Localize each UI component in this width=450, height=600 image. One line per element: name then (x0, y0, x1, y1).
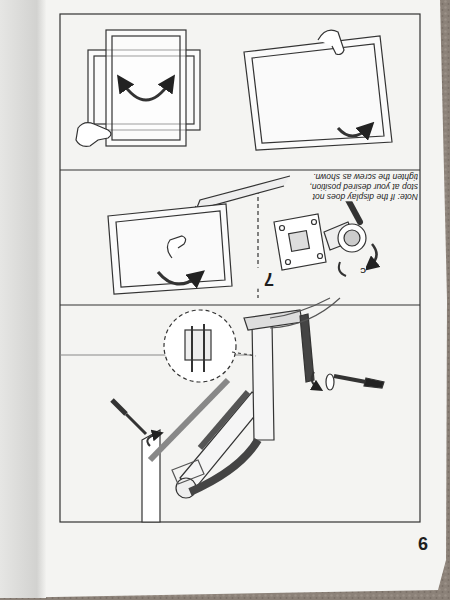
vesa-plate-figure (274, 214, 326, 270)
monitor-arm-figure (192, 324, 204, 372)
arm-tilt-figure (108, 176, 290, 294)
monitor-arm-figure (252, 322, 274, 440)
vesa-plate-figure (318, 254, 323, 259)
vesa-plate-figure (339, 262, 346, 276)
monitor-arm-figure (185, 330, 211, 360)
monitor-arm-figure (326, 374, 334, 390)
vesa-plate-figure (274, 196, 377, 276)
monitor-arm-figure (300, 314, 314, 382)
panel-frames (60, 14, 420, 522)
vesa-plate-figure (312, 220, 317, 225)
rotate-display-figure (122, 82, 170, 100)
monitor-arm-figure (334, 376, 366, 382)
monitor-arm-figure (126, 414, 146, 434)
monitor-arm-figure (172, 460, 204, 484)
monitor-arm-figure (147, 434, 158, 446)
tilt-display-figure (252, 44, 384, 143)
arm-tilt-figure (116, 211, 225, 287)
note-text: Note: If the display does not stop at yo… (308, 172, 418, 201)
arm-tilt-figure (158, 272, 198, 284)
monitor-arm-figure (364, 378, 384, 388)
vesa-plate-figure (289, 231, 310, 252)
panel-frames (60, 14, 420, 522)
vesa-plate-figure (344, 230, 360, 246)
tilt-display-figure (338, 128, 368, 136)
monitor-arm-figure (60, 298, 384, 522)
step-number: 7 (256, 268, 274, 289)
monitor-arm-figure (312, 372, 318, 388)
monitor-arm-figure (270, 298, 330, 318)
page-number: 6 (418, 534, 434, 555)
panel-frames (60, 304, 420, 305)
monitor-arm-figure (164, 310, 236, 382)
paper-sheet (0, 0, 46, 598)
arm-tilt-figure (108, 204, 232, 294)
monitor-arm-figure (232, 352, 256, 356)
monitor-arm-figure (142, 430, 160, 522)
vesa-plate-figure (280, 226, 285, 231)
tilt-display-figure (318, 30, 344, 54)
arm-tilt-figure (167, 236, 185, 258)
vesa-plate-figure (338, 224, 366, 252)
arm-tilt-figure (196, 176, 290, 210)
rotate-display-figure (76, 123, 111, 147)
vesa-plate-figure (286, 260, 291, 265)
tilt-display-figure (244, 30, 392, 150)
rotate-display-figure (76, 30, 200, 146)
monitor-arm-figure (112, 400, 126, 414)
rotate-display-figure (106, 30, 186, 146)
tilt-display-figure (244, 36, 392, 150)
vesa-plate-figure (370, 244, 377, 266)
monitor-arm-figure (270, 298, 340, 328)
monitor-arm-figure (150, 380, 228, 460)
panel-frames (60, 169, 420, 170)
rotate-display-figure (112, 36, 180, 140)
part-letter: C (356, 266, 366, 275)
